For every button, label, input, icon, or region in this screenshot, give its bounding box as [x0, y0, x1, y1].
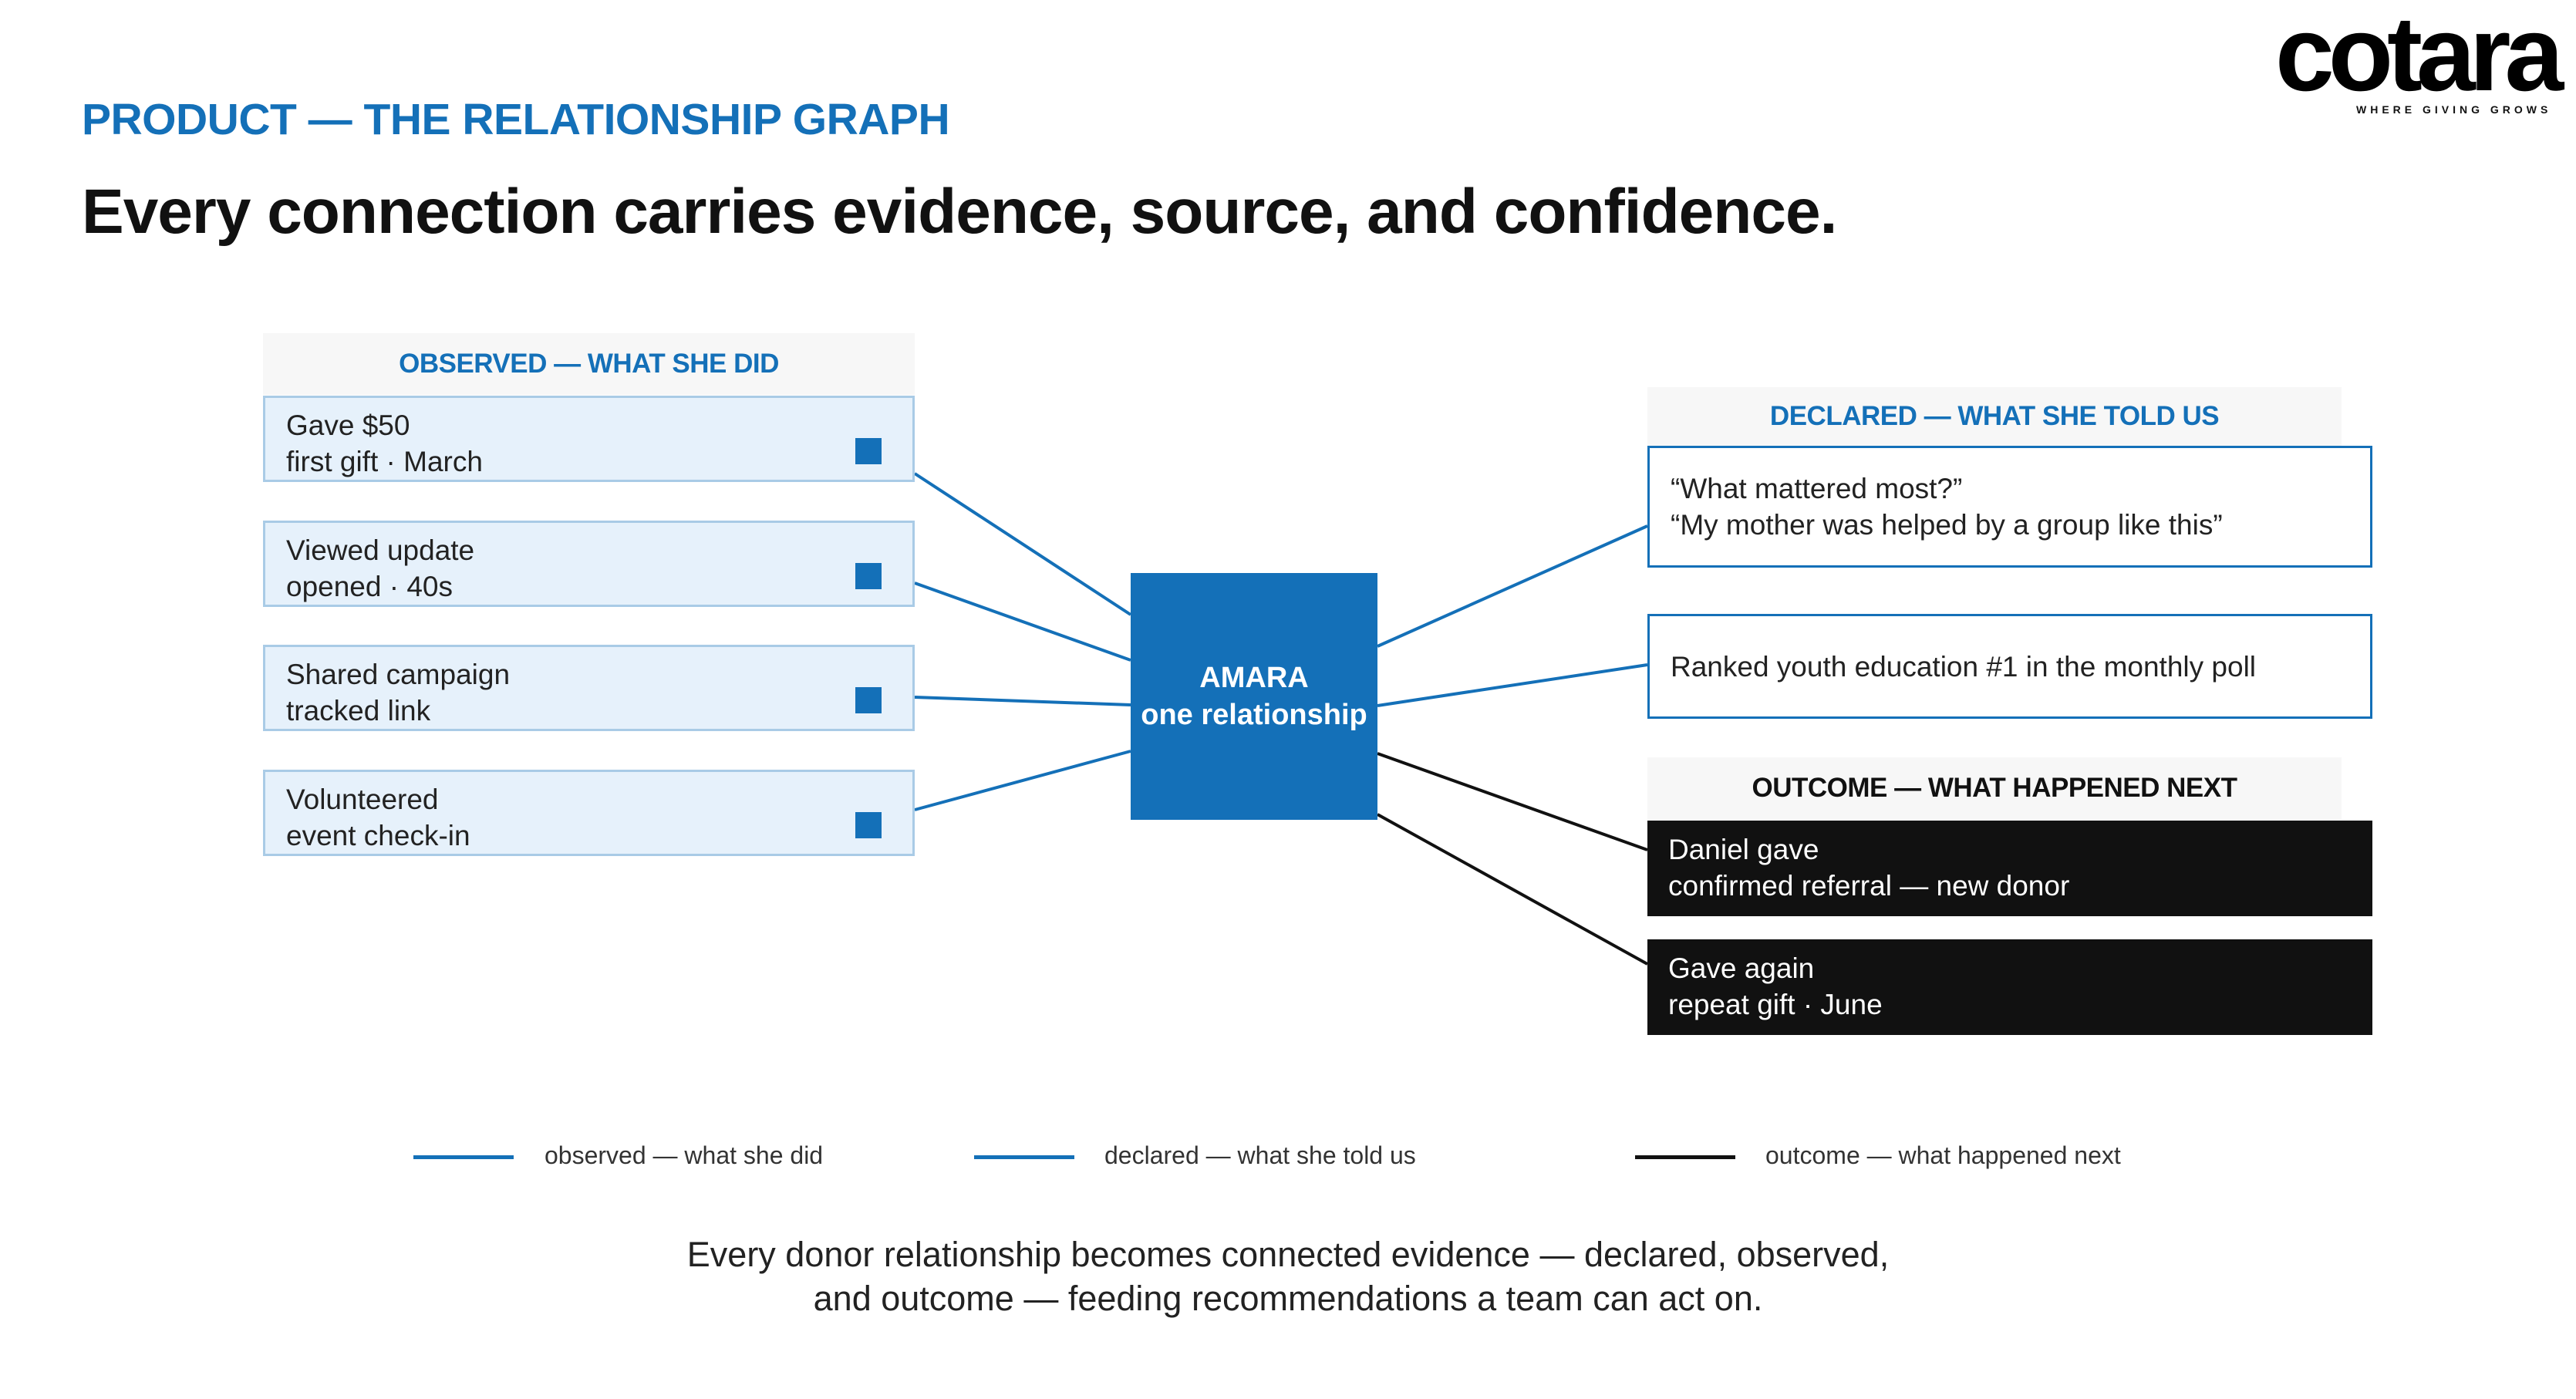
- legend-observed-swatch: [413, 1155, 514, 1159]
- section-eyebrow: PRODUCT — THE RELATIONSHIP GRAPH: [82, 95, 950, 144]
- observed-card-share: Shared campaign tracked link: [263, 645, 915, 731]
- card-detail: “My mother was helped by a group like th…: [1671, 509, 2223, 541]
- footer-caption: Every donor relationship becomes connect…: [517, 1232, 2059, 1320]
- center-node-name: AMARA: [1199, 662, 1309, 694]
- cotara-logo: cotara WHERE GIVING GROWS: [2260, 0, 2568, 123]
- logo-wordmark: cotara: [2275, 0, 2564, 113]
- card-detail: opened · 40s: [286, 571, 453, 602]
- card-detail: tracked link: [286, 695, 431, 726]
- card-title: “What mattered most?”: [1671, 473, 1963, 504]
- outcome-heading: OUTCOME — WHAT HAPPENED NEXT: [1647, 757, 2342, 819]
- edge-declared-2: [1377, 663, 1648, 707]
- card-title: Gave $50: [286, 410, 410, 441]
- page-title: Every connection carries evidence, sourc…: [82, 177, 1837, 247]
- logo-tagline: WHERE GIVING GROWS: [2356, 103, 2552, 116]
- declared-card-poll: Ranked youth education #1 in the monthly…: [1647, 614, 2372, 719]
- card-title: Gave again: [1668, 952, 1815, 984]
- edge-declared-1: [1377, 524, 1648, 648]
- observed-heading: OBSERVED — WHAT SHE DID: [263, 333, 915, 395]
- declared-heading: DECLARED — WHAT SHE TOLD US: [1647, 387, 2342, 446]
- card-detail: event check-in: [286, 820, 470, 851]
- square-marker-icon: [855, 812, 882, 838]
- center-node-subtitle: one relationship: [1141, 699, 1367, 731]
- edge-observed-4: [914, 750, 1131, 811]
- square-marker-icon: [855, 563, 882, 589]
- edge-observed-2: [914, 582, 1131, 662]
- legend-declared-label: declared — what she told us: [1104, 1141, 1416, 1169]
- card-title: Viewed update: [286, 534, 475, 566]
- card-title: Ranked youth education #1 in the monthly…: [1671, 650, 2257, 683]
- edge-observed-3: [914, 696, 1131, 706]
- legend-observed-label: observed — what she did: [545, 1141, 824, 1169]
- legend-outcome-swatch: [1635, 1155, 1735, 1159]
- card-title: Shared campaign: [286, 659, 511, 690]
- edge-outcome-1: [1377, 752, 1648, 851]
- square-marker-icon: [855, 687, 882, 713]
- edge-outcome-2: [1377, 813, 1648, 966]
- square-marker-icon: [855, 438, 882, 464]
- observed-card-update: Viewed update opened · 40s: [263, 521, 915, 607]
- outcome-card-repeat: Gave again repeat gift · June: [1647, 939, 2372, 1035]
- observed-card-gift: Gave $50 first gift · March: [263, 396, 915, 482]
- card-detail: repeat gift · June: [1668, 989, 1883, 1020]
- outcome-card-referral: Daniel gave confirmed referral — new don…: [1647, 821, 2372, 916]
- card-detail: confirmed referral — new donor: [1668, 870, 2070, 902]
- legend-outcome-label: outcome — what happened next: [1765, 1141, 2121, 1169]
- observed-card-volunteer: Volunteered event check-in: [263, 770, 915, 856]
- card-title: Daniel gave: [1668, 834, 1819, 865]
- card-title: Volunteered: [286, 784, 439, 815]
- caption-line: Every donor relationship becomes connect…: [686, 1235, 1890, 1274]
- declared-card-quote: “What mattered most?” “My mother was hel…: [1647, 446, 2372, 568]
- caption-line: and outcome — feeding recommendations a …: [813, 1279, 1763, 1318]
- edge-observed-1: [913, 472, 1132, 616]
- center-node-amara: AMARA one relationship: [1131, 573, 1377, 820]
- card-detail: first gift · March: [286, 446, 483, 477]
- legend-declared-swatch: [974, 1155, 1074, 1159]
